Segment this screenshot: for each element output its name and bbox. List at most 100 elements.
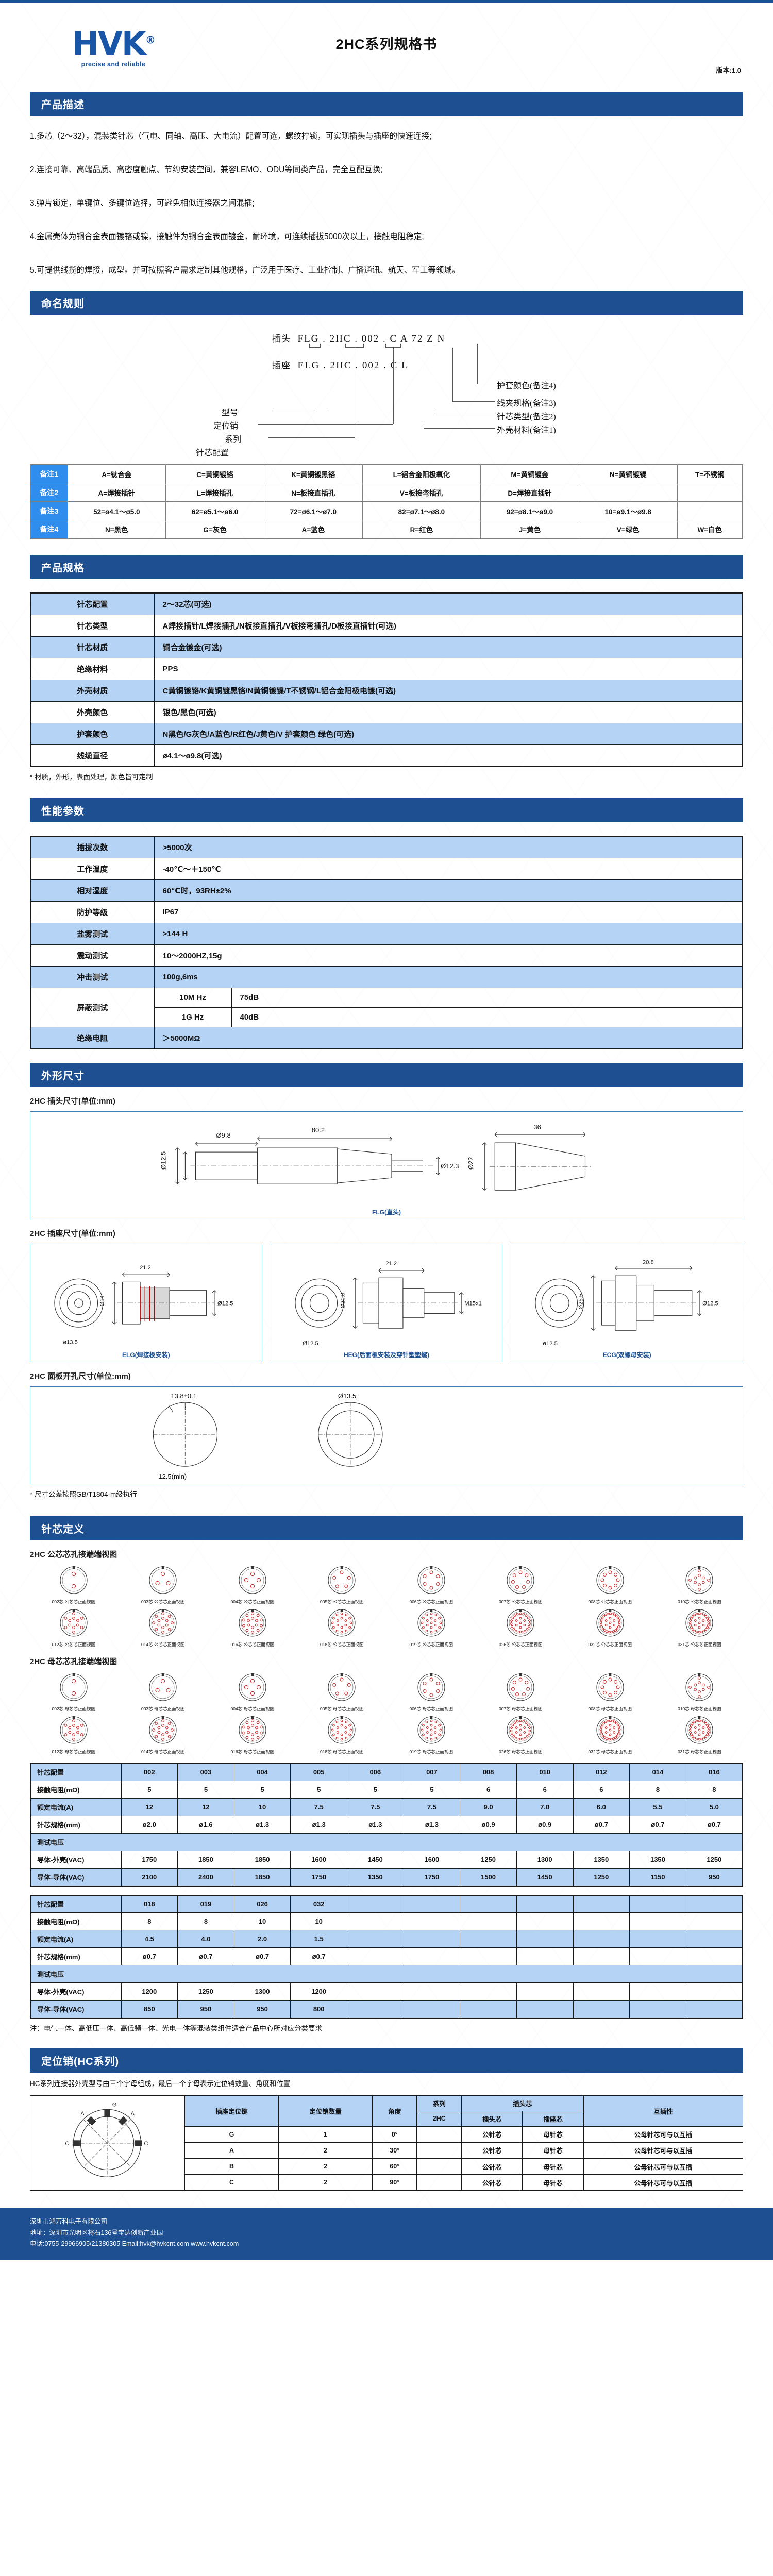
data-cell [629,1982,686,2001]
data-cell: 2100 [121,1868,178,1887]
naming-plug-label: 插头 [272,333,291,344]
row-label: 接触电阻(mΩ) [30,1781,122,1799]
data-cell: ø1.3 [290,1816,347,1834]
note-cell: N=板接直插孔 [263,483,363,502]
note-cell: V=板接弯插孔 [362,483,481,502]
note-cell: K=黄铜镀黑铬 [263,464,363,484]
pin-config-header: 006 [347,1763,404,1782]
spec-value: 2～32芯(可选) [154,592,743,615]
data-cell: 1250 [685,1851,743,1869]
shield-value: 40dB [231,1007,743,1027]
shield-frequency: 1G Hz [154,1007,232,1027]
note-cell: 72=ø6.1～ø7.0 [263,501,363,521]
row-label: 导体-导体(VAC) [30,1868,122,1887]
row-label: 额定电流(A) [30,1930,122,1948]
female-pin-cell: 019芯 母芯芯正面视图 [388,1714,475,1755]
positioning-compat: 公母针芯可与以互插 [583,2158,744,2175]
data-cell: 9.0 [460,1798,517,1817]
female-pin-label: 010芯 母芯芯正面视图 [677,1706,721,1711]
pin-config-header [629,1895,686,1913]
male-pin-label: 010芯 公芯芯正面视图 [677,1599,721,1604]
socket-caption-1: HEG(后面板安装及穿针塑塑螺) [344,1351,429,1359]
positioning-compat: 公母针芯可与以互插 [583,2142,744,2159]
data-cell: 1250 [460,1851,517,1869]
data-cell: ø0.7 [629,1816,686,1834]
female-pin-label: 007芯 母芯芯正面视图 [498,1706,543,1711]
insulation-value: ＞5000MΩ [154,1026,743,1049]
data-cell: 1350 [573,1851,630,1869]
panel-cutout-drawing: 13.8±0.1 12.5(min) Ø13.5 [30,1386,743,1484]
positioning-count: 2 [278,2142,373,2159]
male-pin-cell: 007芯 公芯芯正面视图 [477,1564,565,1605]
spec-key: 外壳材质 [30,679,155,702]
male-pin-label: 018芯 公芯芯正面视图 [320,1642,364,1648]
table-row: 插拔次数>5000次 [30,836,743,858]
col-plug-pin: 插头芯 [461,2110,523,2127]
note-cell [677,483,743,502]
positioning-series [416,2126,462,2143]
positioning-intro: HC系列连接器外壳型号由三个字母组成，最后一个字母表示定位销数量、角度和位置 [30,2079,291,2088]
female-pin-label: 032芯 母芯芯正面视图 [588,1749,632,1755]
female-pin-cell: 026芯 母芯芯正面视图 [477,1714,565,1755]
note-cell: 52=ø4.1～ø5.0 [67,501,166,521]
male-pin-label: 012芯 公芯芯正面视图 [52,1642,96,1648]
data-cell: 5.0 [685,1798,743,1817]
female-pin-label: 016芯 母芯芯正面视图 [230,1749,275,1755]
col-positioning-key: 插座定位键 [184,2095,279,2127]
dimension-footnote: * 尺寸公差按照GB/T1804-m级执行 [30,1490,137,1498]
note-cell: 82=ø7.1～ø8.0 [362,501,481,521]
pin-layout-icon [507,1609,534,1637]
pin-layout-icon [328,1609,356,1637]
pin-layout-icon [596,1673,624,1701]
pin-layout-icon [507,1566,534,1594]
positioning-series [416,2174,462,2191]
male-pin-label: 003芯 公芯芯正面视图 [141,1599,185,1604]
table-row: 外壳颜色银色/黑色(可选) [30,701,743,723]
male-pin-label: 019芯 公芯芯正面视图 [409,1642,453,1648]
note-cell: A=蓝色 [263,520,363,539]
data-cell [573,1912,630,1931]
note-cell: W=白色 [677,520,743,539]
naming-legend-right-0: 护套颜色(备注4) [497,381,556,391]
socket-drawing-row: 21.2 Ø14 Ø12.5 ø13.5 ELG(焊接板安装) [30,1243,744,1362]
svg-text:A: A [80,2111,85,2117]
spec-key: 护套颜色 [30,722,155,745]
male-pin-cell: 032芯 公芯芯正面视图 [566,1606,654,1648]
pin-config-header: 005 [290,1763,347,1782]
data-cell [516,1912,574,1931]
data-cell: 6 [460,1781,517,1799]
col-pin-count: 定位销数量 [278,2095,373,2127]
data-cell: ø0.7 [177,1947,234,1966]
female-pin-label: 018芯 母芯芯正面视图 [320,1749,364,1755]
spec-key: 针芯配置 [30,592,155,615]
pin-config-header [460,1895,517,1913]
data-cell: 7.5 [403,1798,461,1817]
socket-caption-0: ELG(焊接板安装) [122,1351,170,1359]
description-item: 5.可提供线揽的焊接，成型。并可按照客户需求定制其他规格，广泛用于医疗、工业控制… [30,265,460,275]
male-pin-cell: 003芯 公芯芯正面视图 [120,1564,207,1605]
data-cell [403,1982,461,2001]
note-cell: J=黄色 [480,520,579,539]
perf-key: 震动测试 [30,944,155,967]
dim-label: Ø9.8 [216,1131,231,1139]
note-cell: A=钛合金 [67,464,166,484]
data-cell: ø0.7 [290,1947,347,1966]
pin-config-header: 004 [233,1763,291,1782]
dim-label: 21.2 [385,1260,397,1266]
svg-text:G: G [112,2102,116,2108]
perf-value: 10～2000HZ,15g [154,944,743,967]
note-cell: L=铝合金阳极氧化 [362,464,481,484]
dim-label: 12.5(min) [158,1472,187,1480]
male-pin-label: 002芯 公芯芯正面视图 [52,1599,96,1604]
data-cell: 8 [121,1912,178,1931]
male-pin-cell: 014芯 公芯芯正面视图 [120,1606,207,1648]
data-cell [460,1982,517,2001]
data-cell: 800 [290,2000,347,2019]
pin-config-header: 008 [460,1763,517,1782]
data-cell [573,1930,630,1948]
